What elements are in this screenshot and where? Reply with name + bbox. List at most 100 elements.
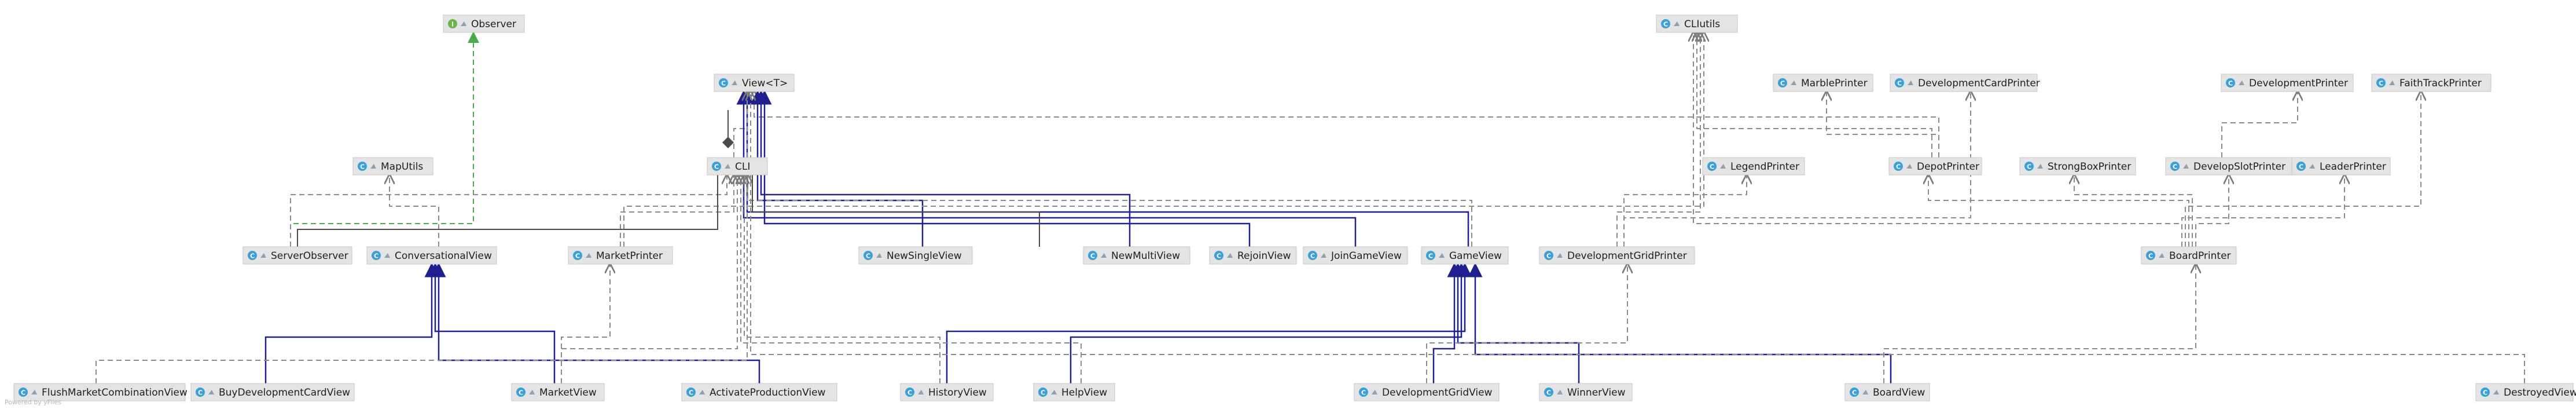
node-box: [13, 383, 186, 401]
icon-glyph: C: [250, 253, 255, 260]
node-label: HistoryView: [928, 387, 987, 399]
edge-board-printer-to-cliutils: [1693, 32, 2182, 247]
visibility-icon: [2239, 81, 2244, 85]
visibility-icon: [1101, 253, 1107, 258]
node-label: NewSingleView: [887, 250, 962, 262]
node-label: LeaderPrinter: [2320, 161, 2386, 173]
edge-board-printer-to-depot-printer: [1928, 175, 2189, 247]
visibility-icon: [2493, 390, 2499, 394]
node-label: NewMultiView: [1111, 250, 1180, 262]
visibility-icon: [529, 390, 535, 394]
class-c-icon: [19, 388, 28, 397]
icon-glyph: C: [1897, 80, 1902, 87]
icon-glyph: C: [1663, 21, 1668, 28]
node-box: [2221, 74, 2354, 92]
edge-development-grid-printer-to-development-card-printer: [1623, 92, 1971, 247]
edge-market-view-to-conversational-view: [428, 262, 556, 383]
icon-glyph: C: [907, 389, 912, 397]
visibility-icon: [1557, 390, 1563, 394]
class-c-icon: [686, 388, 696, 397]
class-c-icon: [1038, 388, 1048, 397]
visibility-icon: [1720, 164, 1726, 169]
visibility-icon: [1674, 21, 1680, 26]
visibility-icon: [699, 390, 705, 394]
class-c-icon: [516, 388, 526, 397]
icon-glyph: C: [1852, 389, 1857, 397]
icon-glyph: C: [1310, 253, 1315, 260]
node-box: [568, 246, 673, 265]
icon-glyph: C: [575, 253, 580, 260]
node-box: [858, 246, 973, 265]
node-label: CLI: [735, 161, 750, 173]
watermark-text: Powered by yFiles: [5, 399, 61, 406]
icon-glyph: C: [721, 80, 726, 87]
node-conversational-view[interactable]: C ConversationalView: [366, 246, 497, 265]
class-c-icon: [1661, 19, 1670, 28]
visibility-icon: [2183, 164, 2189, 169]
visibility-icon: [1227, 253, 1233, 258]
icon-glyph: C: [866, 253, 870, 260]
node-box: [1888, 157, 1982, 176]
edge-board-printer-to-strong-box-printer: [2074, 175, 2193, 247]
node-label: ConversationalView: [395, 250, 492, 262]
visibility-icon: [876, 253, 882, 258]
icon-glyph: C: [2379, 80, 2383, 87]
node-history-view[interactable]: C HistoryView: [900, 383, 994, 401]
visibility-icon: [2309, 164, 2315, 169]
edge-history-view-to-cli: [744, 175, 940, 383]
node-box: [1421, 246, 1509, 265]
node-label: DevelopmentPrinter: [2249, 78, 2348, 89]
edge-help-view-to-game-view: [1070, 262, 1469, 383]
icon-glyph: C: [374, 253, 379, 260]
icon-glyph: C: [2228, 80, 2233, 87]
node-label: DevelopSlotPrinter: [2193, 161, 2285, 173]
icon-glyph: C: [1361, 389, 1366, 397]
edge-cli-lane-right: [752, 175, 1040, 247]
icon-glyph: C: [519, 389, 523, 397]
node-new-single-view[interactable]: C NewSingleView: [858, 246, 973, 265]
node-box: [2475, 383, 2574, 401]
edge-board-view-to-game-view: [1468, 262, 1892, 383]
edge-server-observer-to-cli: [290, 175, 727, 247]
visibility-icon: [1321, 253, 1326, 258]
edge-board-printer-to-leader-printer: [2181, 175, 2345, 247]
edge-server-observer-to-observer: [290, 31, 479, 247]
visibility-icon: [2037, 164, 2043, 169]
class-c-icon: [2170, 162, 2180, 171]
node-box: [242, 246, 352, 265]
node-development-printer[interactable]: C DevelopmentPrinter: [2221, 74, 2354, 92]
visibility-icon: [725, 164, 730, 169]
interface-i-icon: [448, 19, 457, 28]
class-c-icon: [2376, 78, 2386, 87]
